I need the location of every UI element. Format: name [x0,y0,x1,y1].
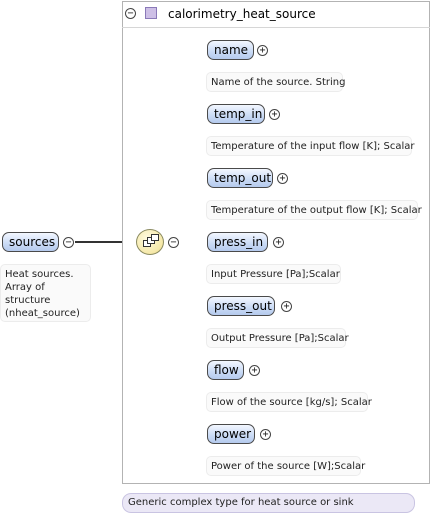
complex-type-icon [145,7,157,19]
expand-icon-temp-in[interactable]: + [269,109,280,120]
sequence-compositor-icon[interactable] [136,229,164,255]
root-collapse-icon[interactable]: − [63,237,74,248]
description-temp-in: Temperature of the input flow [K]; Scala… [206,136,415,156]
element-flow[interactable]: flow [207,360,244,380]
description-press-out: Output Pressure [Pa];Scalar [206,328,349,348]
type-collapse-icon[interactable]: − [125,8,136,19]
element-press-in[interactable]: press_in [207,232,268,252]
description-press-in: Input Pressure [Pa];Scalar [206,264,341,284]
complex-type-description: Generic complex type for heat source or … [122,493,415,513]
sequence-box-icon [151,234,159,241]
type-title: calorimetry_heat_source [168,7,316,21]
root-element-sources[interactable]: sources [2,232,59,252]
sequence-collapse-icon[interactable]: − [168,237,179,248]
description-flow: Flow of the source [kg/s]; Scalar [206,392,372,412]
expand-icon-power[interactable]: + [260,429,271,440]
root-description: Heat sources. Array of structure (nheat_… [0,264,91,322]
expand-icon-flow[interactable]: + [249,365,260,376]
description-power: Power of the source [W];Scalar [206,456,365,476]
type-title-separator [122,27,430,28]
expand-icon-name[interactable]: + [257,45,268,56]
element-temp-out[interactable]: temp_out [207,168,273,188]
element-temp-in[interactable]: temp_in [207,104,265,124]
description-name: Name of the source. String [206,72,346,92]
expand-icon-temp-out[interactable]: + [277,173,288,184]
expand-icon-press-in[interactable]: + [273,237,284,248]
element-press-out[interactable]: press_out [207,296,275,316]
element-name[interactable]: name [207,40,254,60]
description-temp-out: Temperature of the output flow [K]; Scal… [206,200,422,220]
expand-icon-press-out[interactable]: + [281,301,292,312]
element-power[interactable]: power [207,424,255,444]
